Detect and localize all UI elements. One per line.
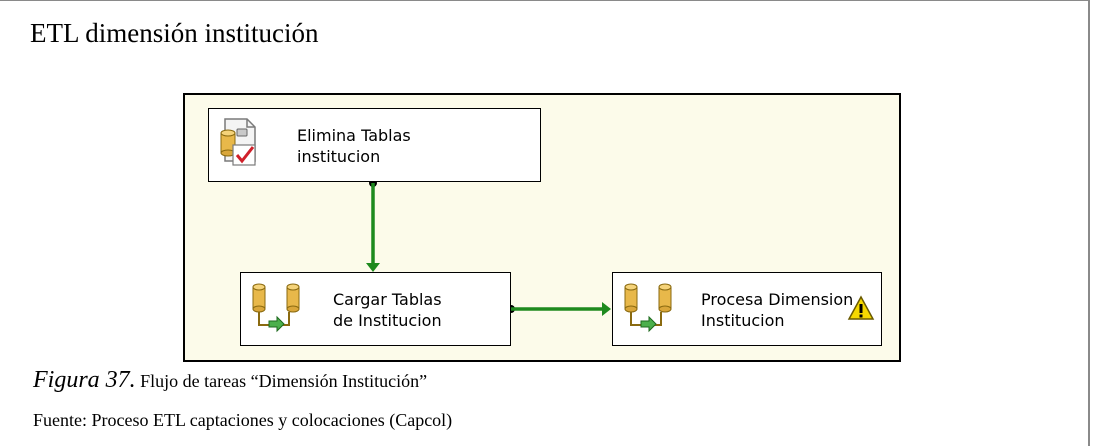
task-label-line1: Cargar Tablas <box>333 290 442 309</box>
task-label-line1: Elimina Tablas <box>297 126 411 145</box>
task-label-line2: Institucion <box>701 311 785 330</box>
figure-caption: Figura 37. Flujo de tareas “Dimensión In… <box>33 367 427 394</box>
figure-source: Fuente: Proceso ETL captaciones y coloca… <box>33 410 453 430</box>
precedence-constraint-cargar-to-procesa[interactable] <box>507 302 611 316</box>
connector-arrowhead <box>602 302 611 316</box>
control-flow-canvas: Elimina Tablas institucion Cargar Tablas… <box>183 93 901 362</box>
task-procesa-dimension[interactable]: Procesa Dimension Institucion <box>612 272 882 346</box>
figure-number: Figura 37. <box>33 367 136 393</box>
connector-arrowhead <box>366 263 380 272</box>
sql-task-icon <box>220 118 256 166</box>
task-label-line2: institucion <box>297 147 381 166</box>
figure-title: Flujo de tareas “Dimensión Institución” <box>135 371 428 391</box>
task-elimina-tablas[interactable]: Elimina Tablas institucion <box>208 108 541 182</box>
task-label-line2: de Institucion <box>333 311 442 330</box>
data-flow-task-icon <box>624 283 672 333</box>
section-heading: ETL dimensión institución <box>30 18 319 48</box>
precedence-constraint-elimina-to-cargar[interactable] <box>366 179 380 272</box>
data-flow-task-icon <box>252 283 300 333</box>
task-label-line1: Procesa Dimension <box>701 290 854 309</box>
warning-icon[interactable] <box>847 295 875 321</box>
task-cargar-tablas[interactable]: Cargar Tablas de Institucion <box>240 272 511 346</box>
